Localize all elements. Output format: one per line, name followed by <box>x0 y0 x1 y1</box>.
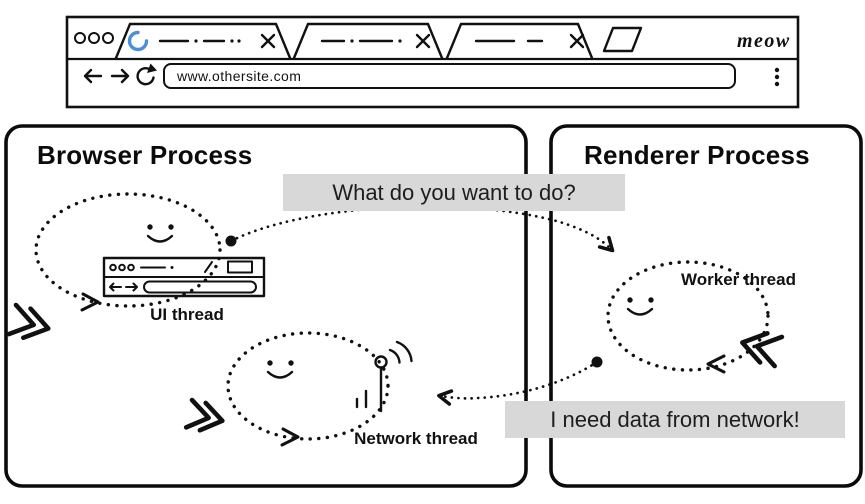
tab-title-doodle <box>158 39 241 43</box>
forward-icon[interactable] <box>110 68 130 84</box>
browser-process-title: Browser Process <box>37 140 253 170</box>
speed-lines-icon <box>6 302 51 341</box>
tab-title-doodle <box>320 39 402 43</box>
smiley-face-icon <box>146 224 174 243</box>
tab-1[interactable] <box>114 22 292 60</box>
new-tab-button-icon[interactable] <box>602 26 643 53</box>
smiley-face-icon <box>626 297 654 316</box>
network-thread-label: Network thread <box>354 429 478 448</box>
worker-thread-label: Worker thread <box>681 270 796 289</box>
menu-kebab-icon[interactable] <box>774 67 780 87</box>
brand-logo: meow <box>737 30 791 52</box>
speech-bubble-network-request: I need data from network! <box>505 401 845 438</box>
tab-close-icon[interactable] <box>415 33 431 49</box>
url-text: www.othersite.com <box>177 68 302 84</box>
mini-browser-toolbar-icon <box>102 256 266 298</box>
antenna-signal-icon <box>355 340 413 413</box>
browser-window <box>65 15 800 109</box>
loop-arrowhead <box>80 292 100 312</box>
speed-lines-icon <box>183 397 225 433</box>
spinner-icon <box>127 30 149 52</box>
smiley-face-icon <box>266 360 294 379</box>
tab-3[interactable] <box>445 22 594 60</box>
browser-process-box <box>4 124 528 488</box>
arrow-worker-to-network <box>437 356 603 406</box>
reload-icon[interactable] <box>136 63 157 86</box>
tab-close-icon[interactable] <box>569 33 585 49</box>
speed-lines-icon <box>740 331 785 369</box>
ui-thread-label: UI thread <box>150 305 224 324</box>
renderer-process-title: Renderer Process <box>584 140 810 170</box>
back-icon[interactable] <box>83 68 103 84</box>
arrow-ui-to-worker <box>225 205 615 253</box>
window-control-dots-icon[interactable] <box>74 32 114 44</box>
worker-thread-blob <box>606 260 770 374</box>
loop-arrowhead <box>706 354 726 374</box>
network-thread-blob <box>226 331 413 447</box>
ui-thread-blob <box>34 192 266 312</box>
address-bar[interactable]: www.othersite.com <box>163 63 736 89</box>
tab-close-icon[interactable] <box>260 33 276 49</box>
renderer-process-box <box>549 124 863 488</box>
tab-2[interactable] <box>292 22 444 60</box>
speech-bubble-question: What do you want to do? <box>283 174 625 211</box>
loop-arrowhead <box>280 427 300 447</box>
